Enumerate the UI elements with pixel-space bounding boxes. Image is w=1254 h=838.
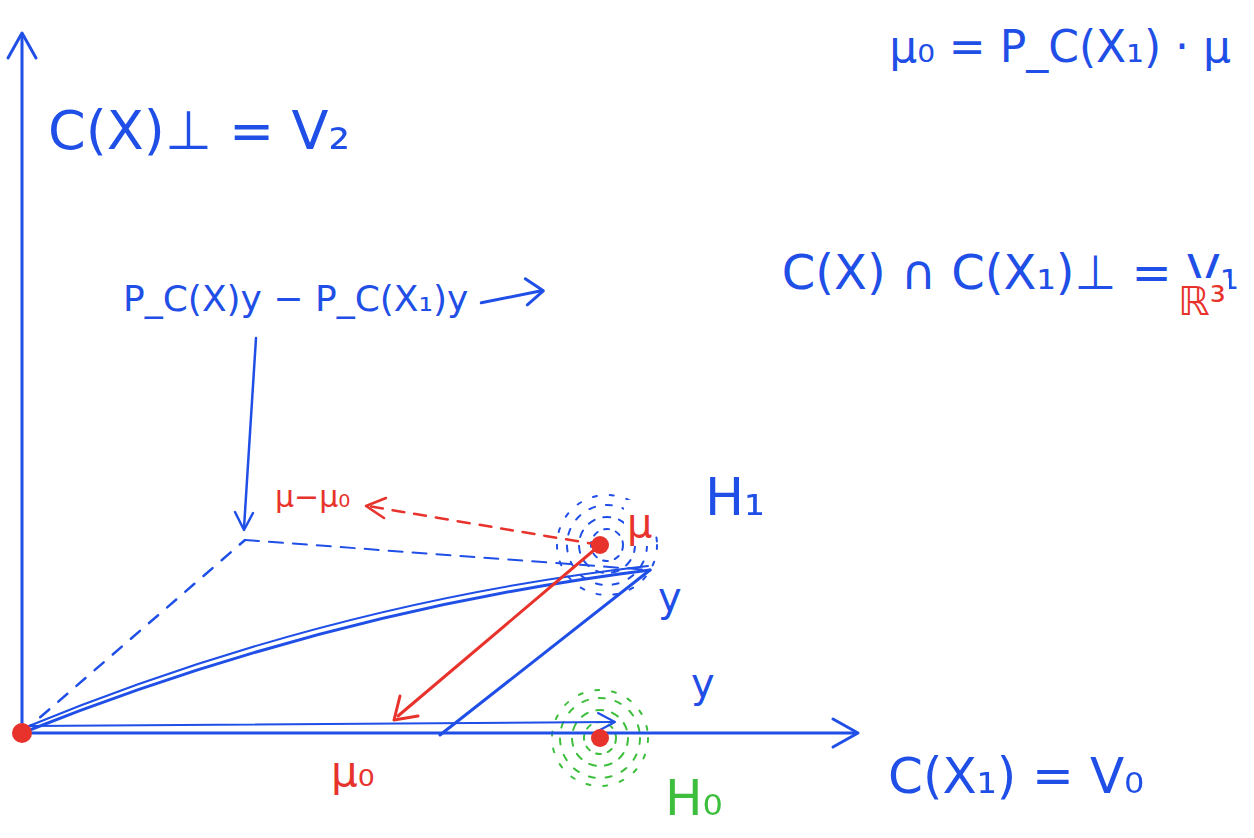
axis-line <box>22 540 245 733</box>
direction-arrow <box>481 279 543 305</box>
origin-dot <box>12 723 32 743</box>
difference-line <box>368 506 600 545</box>
vector-line <box>398 545 600 716</box>
mean-dot <box>591 536 609 554</box>
subspace-label: C(X)⊥ = V₂ <box>45 100 353 162</box>
arrow-head <box>598 713 615 731</box>
arrow-head <box>366 498 386 518</box>
noise-cloud <box>552 690 648 786</box>
vector-line <box>22 570 650 733</box>
cloud-ring <box>552 690 648 786</box>
hypothesis-label: H₀ <box>662 770 726 828</box>
subspace-label: C(X) ∩ C(X₁)⊥ = V₁ <box>779 245 1242 300</box>
arrow-head <box>8 33 36 58</box>
mean-dot <box>591 729 609 747</box>
cloud-ring <box>584 722 616 754</box>
arrow-head <box>833 719 858 747</box>
cloud-ring <box>560 698 640 778</box>
vector-line <box>30 722 612 726</box>
vector-label: y <box>655 574 685 620</box>
formula-label: μ₀ = P_C(X₁) · μ <box>886 22 1234 73</box>
hypothesis-label: H₁ <box>702 468 768 528</box>
subspace-label: C(X₁) = V₀ <box>885 748 1147 806</box>
projection-label: P_C(X)y − P_C(X₁)y <box>120 278 471 319</box>
space-label: ℝ³ <box>1175 278 1229 324</box>
vector-label: μ <box>624 500 655 546</box>
difference-label: μ−μ₀ <box>272 480 353 515</box>
vector-label: μ₀ <box>328 748 378 796</box>
arrow-head <box>235 512 253 530</box>
cloud-ring <box>572 710 628 766</box>
cloud-ring <box>591 529 623 561</box>
arrow-head <box>394 696 418 720</box>
axis-line <box>22 732 855 735</box>
pointer-line <box>244 338 256 528</box>
vector-label: y <box>688 660 718 706</box>
arrow-head <box>525 279 543 305</box>
axis-line <box>21 35 24 733</box>
